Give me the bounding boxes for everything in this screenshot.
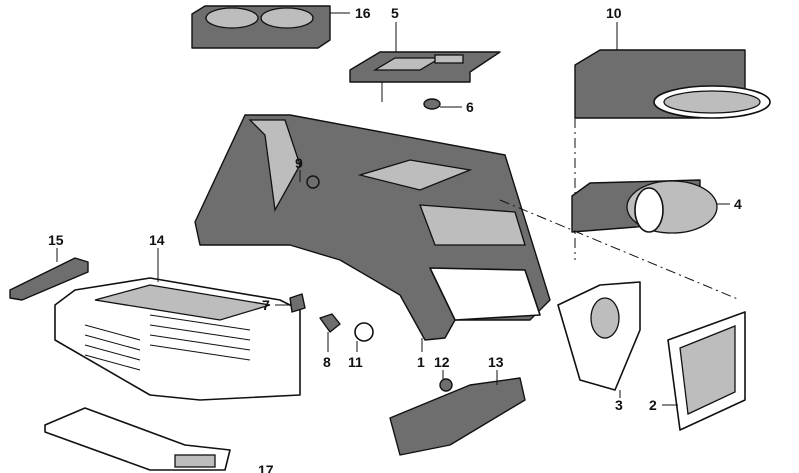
label-5: 5 — [391, 5, 399, 21]
label-12: 12 — [434, 354, 450, 370]
part-1-center-console — [194, 114, 741, 352]
label-4: 4 — [734, 196, 742, 212]
label-16: 16 — [355, 5, 371, 21]
label-17: 17 — [258, 462, 274, 473]
label-14: 14 — [149, 232, 165, 248]
part-14-radio-cage — [54, 248, 301, 401]
label-1: 1 — [417, 354, 425, 370]
label-11: 11 — [348, 354, 363, 370]
part-4-air-vent — [571, 179, 730, 234]
label-7: 7 — [262, 297, 270, 313]
label-6: 6 — [466, 99, 474, 115]
part-11-cap — [354, 322, 374, 352]
part-6-plug — [423, 98, 462, 110]
label-3: 3 — [615, 397, 623, 413]
part-9-screw — [299, 170, 320, 189]
part-7-nut — [275, 293, 306, 313]
label-9: 9 — [295, 155, 303, 171]
label-13: 13 — [488, 354, 504, 370]
label-8: 8 — [323, 354, 331, 370]
part-17-mounting-plate — [44, 407, 231, 471]
part-13-bracket — [389, 370, 526, 456]
part-5-tray — [349, 22, 501, 102]
part-12-screw — [439, 370, 453, 392]
label-2: 2 — [649, 397, 657, 413]
part-16-cup-holder — [191, 5, 350, 49]
label-10: 10 — [606, 5, 622, 21]
part-8-screw — [319, 313, 341, 352]
label-15: 15 — [48, 232, 64, 248]
part-2-panel — [662, 311, 746, 431]
part-3-bezel — [557, 281, 641, 398]
part-10-cover — [574, 22, 771, 260]
part-15-clip — [9, 248, 89, 301]
